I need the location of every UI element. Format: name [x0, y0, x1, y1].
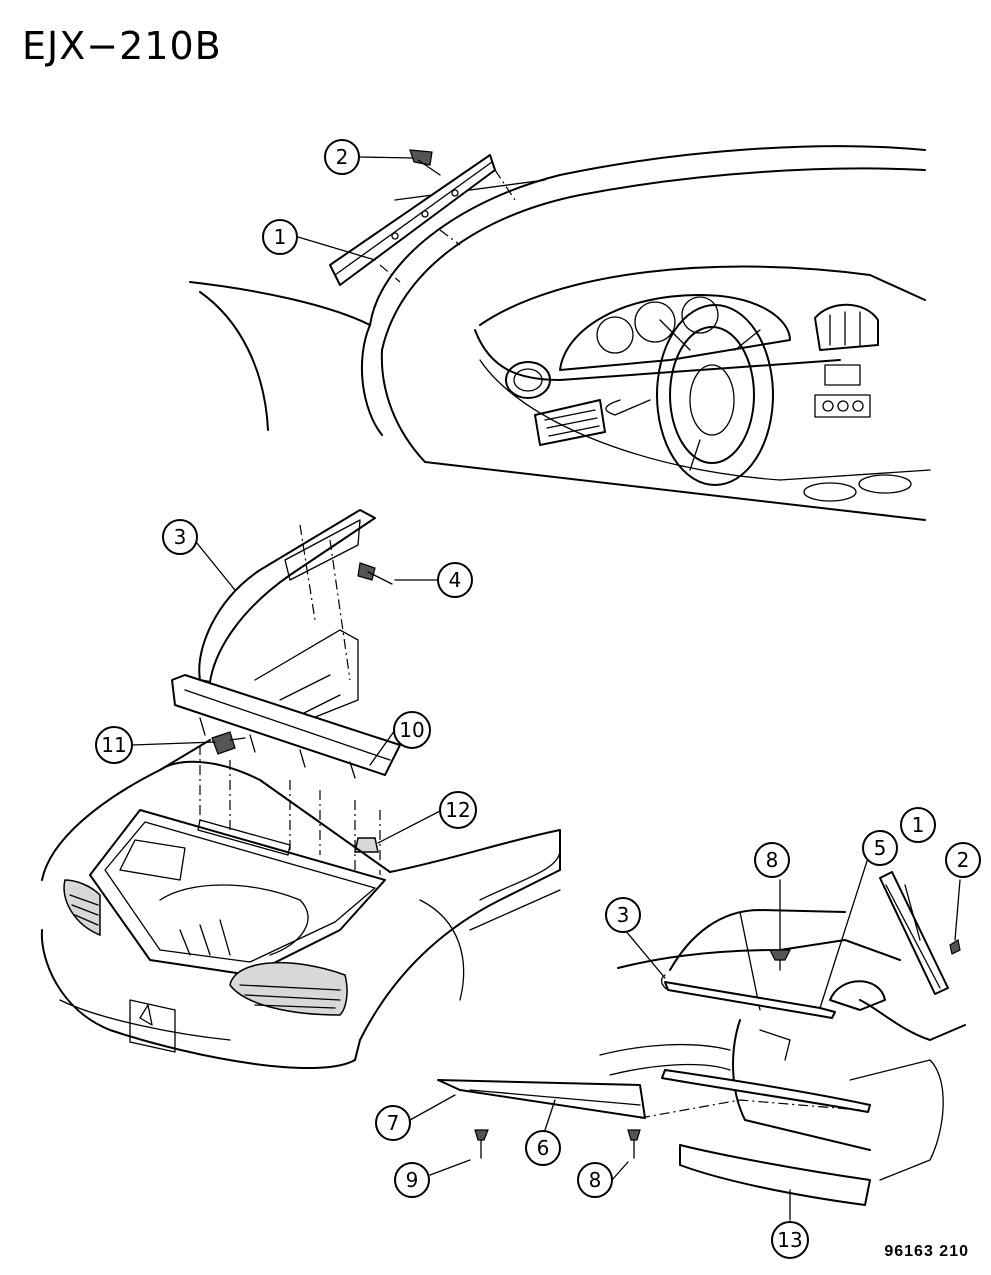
svg-text:10: 10 [399, 718, 424, 742]
callout-1-side[interactable]: 1 [900, 807, 936, 843]
svg-text:1: 1 [274, 225, 287, 249]
callout-2-top[interactable]: 2 [324, 139, 360, 175]
svg-text:11: 11 [101, 733, 126, 757]
svg-text:13: 13 [777, 1228, 802, 1252]
callout-1-top[interactable]: 1 [262, 219, 298, 255]
svg-text:2: 2 [336, 145, 349, 169]
callout-3-top[interactable]: 3 [162, 519, 198, 555]
callout-2-side[interactable]: 2 [945, 842, 981, 878]
side-view [437, 871, 966, 1206]
svg-text:8: 8 [589, 1168, 602, 1192]
callout-4[interactable]: 4 [437, 562, 473, 598]
callout-9[interactable]: 9 [394, 1162, 430, 1198]
callout-3-side[interactable]: 3 [605, 897, 641, 933]
svg-text:3: 3 [174, 525, 187, 549]
svg-text:9: 9 [406, 1168, 419, 1192]
reference-code: 96163 210 [884, 1243, 969, 1260]
callout-10[interactable]: 10 [393, 711, 431, 749]
dashboard-view [189, 145, 931, 521]
callout-5[interactable]: 5 [862, 830, 898, 866]
callout-leaders [131, 156, 961, 1221]
svg-text:4: 4 [449, 568, 462, 592]
callout-12[interactable]: 12 [439, 791, 477, 829]
callout-11[interactable]: 11 [95, 726, 133, 764]
svg-text:2: 2 [957, 848, 970, 872]
callout-8-side[interactable]: 8 [754, 842, 790, 878]
callout-6[interactable]: 6 [525, 1130, 561, 1166]
callout-7[interactable]: 7 [375, 1105, 411, 1141]
diagram-code: EJX−210B [22, 24, 222, 68]
svg-text:8: 8 [766, 848, 779, 872]
callout-8-bottom[interactable]: 8 [577, 1162, 613, 1198]
svg-text:5: 5 [874, 836, 887, 860]
svg-text:3: 3 [617, 903, 630, 927]
svg-text:6: 6 [537, 1136, 550, 1160]
svg-text:12: 12 [445, 798, 470, 822]
rear-trunk-view [40, 509, 561, 1070]
svg-text:1: 1 [912, 813, 925, 837]
svg-text:7: 7 [387, 1111, 400, 1135]
callout-13[interactable]: 13 [771, 1221, 809, 1259]
